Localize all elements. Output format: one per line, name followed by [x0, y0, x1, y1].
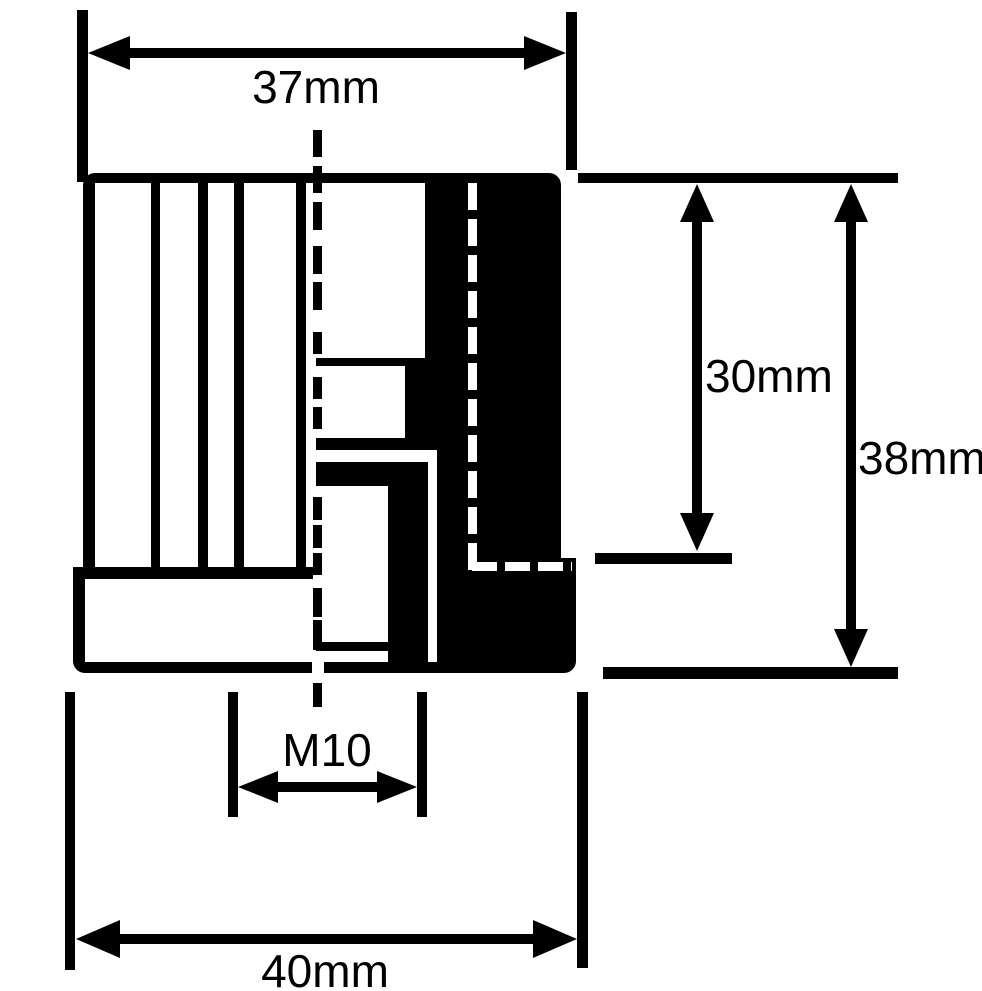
- arrowhead-30-bottom: [680, 513, 714, 551]
- rib-line-1: [151, 183, 160, 572]
- rib-line-2: [198, 183, 208, 572]
- centerline-notch: [312, 651, 324, 682]
- arrowhead-40-left: [76, 920, 120, 958]
- dim-label-m10: M10: [282, 724, 371, 776]
- thread-sleeve-wall: [388, 462, 428, 673]
- ext-line-37-left: [77, 10, 88, 182]
- silhouette-flange: [437, 558, 576, 673]
- dim-line-m10: [274, 782, 381, 792]
- ext-line-m10-right: [417, 692, 427, 817]
- silhouette-upper: [425, 173, 561, 366]
- ext-line-m10-left: [228, 692, 238, 817]
- arrowhead-38-bottom: [834, 629, 868, 667]
- bore-shoulder-1: [316, 358, 425, 366]
- body-top-edge: [85, 173, 561, 183]
- ext-line-37-right: [566, 12, 577, 170]
- body-bottom-edge: [73, 662, 576, 673]
- dim-label-30mm: 30mm: [705, 350, 833, 402]
- bore-shoulder-2: [316, 438, 437, 450]
- corner-mask-bottom-left: [73, 661, 85, 673]
- arrowhead-38-top: [834, 184, 868, 222]
- dim-label-37mm: 37mm: [252, 61, 380, 113]
- corner-mask-top-right: [549, 173, 561, 185]
- ext-line-40-left: [65, 692, 75, 970]
- ext-line-right-top: [578, 173, 898, 183]
- dim-line-40: [118, 934, 536, 944]
- bore-shoulder-4: [316, 642, 390, 651]
- arrowhead-40-right: [533, 920, 577, 958]
- arrowhead-37-left: [88, 36, 130, 70]
- body-left-wall: [83, 173, 95, 573]
- ext-line-30-bottom: [595, 553, 732, 564]
- ext-line-38-bottom: [603, 667, 898, 679]
- dim-line-30: [692, 216, 702, 518]
- flange-left-wall: [73, 567, 85, 673]
- bore-shoulder-3: [316, 462, 428, 486]
- flange-top-edge: [75, 567, 313, 579]
- ext-line-40-right: [577, 692, 588, 968]
- dim-label-38mm: 38mm: [858, 432, 982, 484]
- dim-label-40mm: 40mm: [261, 945, 389, 991]
- corner-mask-bottom-right: [564, 661, 576, 673]
- silhouette-mid: [405, 366, 561, 450]
- arrowhead-37-right: [524, 36, 566, 70]
- arrowhead-30-top: [680, 184, 714, 222]
- silhouette-lower: [437, 450, 561, 558]
- rib-line-3: [234, 183, 244, 572]
- arrowhead-m10-right: [377, 771, 417, 803]
- centerline: [313, 130, 322, 707]
- inner-wall-line: [296, 183, 306, 572]
- dim-line-38: [846, 216, 856, 633]
- dim-line-37: [122, 48, 532, 58]
- arrowhead-m10-left: [238, 771, 278, 803]
